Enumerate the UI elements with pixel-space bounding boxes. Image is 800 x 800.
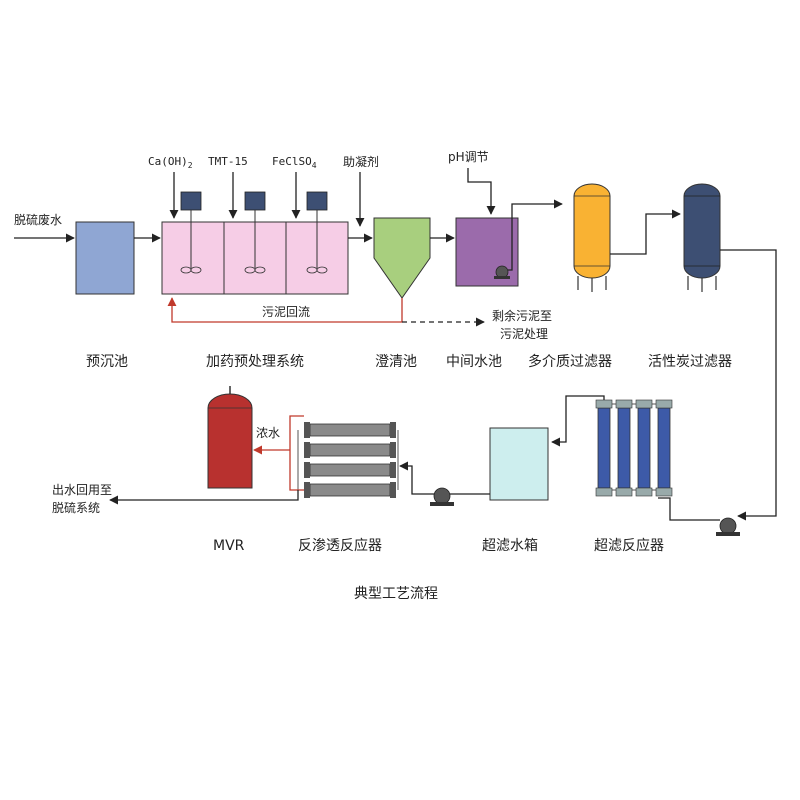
uf-tank-label: 超滤水箱	[482, 538, 538, 554]
carbon-label: 活性炭过滤器	[648, 354, 732, 370]
diagram-caption: 典型工艺流程	[354, 586, 438, 602]
middle-tank-pump-icon	[494, 265, 510, 279]
sludge-return-label: 污泥回流	[262, 305, 310, 319]
presettle-label: 预沉池	[86, 354, 128, 370]
ph-adjust-label: pH调节	[448, 150, 489, 164]
excess-sludge-label-2: 污泥处理	[500, 327, 548, 341]
ro-reactor	[297, 422, 399, 498]
uf-reactor	[595, 399, 673, 497]
ro-membrane-2	[304, 442, 396, 458]
ro-membrane-4	[304, 482, 396, 498]
mixer-3	[306, 191, 328, 274]
uf-membrane-2	[615, 399, 633, 497]
uf-feed-line	[658, 497, 720, 521]
uf-membrane-4	[655, 399, 673, 497]
clarifier-label: 澄清池	[375, 354, 417, 370]
outlet-label-2: 脱硫系统	[52, 500, 100, 515]
activated-carbon-filter	[683, 183, 721, 292]
ro-label: 反渗透反应器	[298, 537, 382, 554]
uf-water-tank	[489, 427, 549, 501]
multimedia-label: 多介质过滤器	[528, 353, 612, 370]
uf-label: 超滤反应器	[594, 537, 664, 554]
mixer-1	[180, 191, 202, 274]
uf-membrane-3	[635, 399, 653, 497]
multimedia-filter	[573, 183, 611, 292]
dose-feclso4-label: FeClSO4	[272, 155, 317, 170]
outlet-label-1: 出水回用至	[52, 483, 112, 497]
feed-label: 脱硫废水	[14, 212, 62, 227]
mvr-label: MVR	[213, 538, 245, 554]
mixer-2	[244, 191, 266, 274]
mvr-unit	[207, 386, 253, 489]
multimedia-outlet-arrow	[610, 209, 681, 255]
ro-feed-arrow	[399, 461, 434, 495]
concentrate-label: 浓水	[256, 426, 280, 440]
dose-coagulant-aid-label: 助凝剂	[343, 154, 379, 169]
excess-sludge-label-1: 剩余污泥至	[492, 308, 552, 323]
ro-concentrate-manifold	[289, 415, 304, 491]
uf-outlet-arrow	[551, 395, 605, 447]
middle-tank-outlet-arrow	[508, 199, 563, 271]
dose-caoh2-label: Ca(OH)2	[148, 155, 193, 170]
sludge-return-line	[167, 297, 403, 323]
ro-outlet-arrow	[109, 490, 299, 505]
uf-membrane-1	[595, 399, 613, 497]
ph-adjust-arrow	[467, 168, 496, 215]
middle-tank	[455, 217, 519, 287]
uf-feed-pump-icon	[716, 517, 740, 536]
ro-membrane-1	[304, 422, 396, 438]
dose-tmt15-label: TMT-15	[208, 155, 248, 168]
ro-feed-pump-icon	[430, 487, 454, 506]
pretreat-label: 加药预处理系统	[206, 354, 304, 370]
clarifier-tank	[373, 217, 431, 299]
presettling-tank	[75, 221, 135, 295]
carbon-outlet-arrow	[720, 249, 777, 521]
ro-membrane-3	[304, 462, 396, 478]
middle-tank-label: 中间水池	[446, 354, 502, 370]
